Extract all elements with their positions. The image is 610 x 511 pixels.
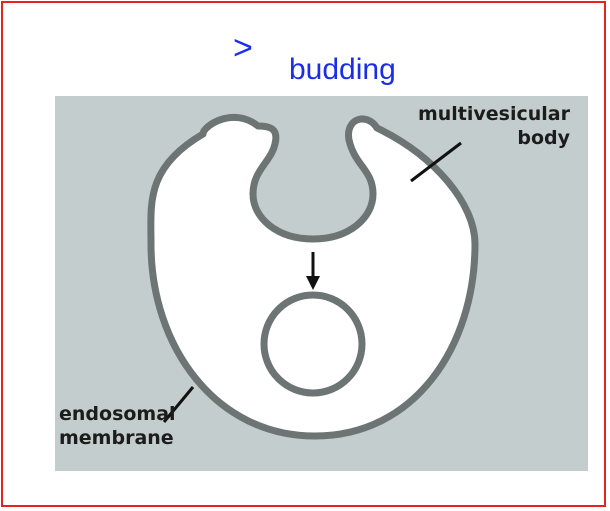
budding-diagram: multivesicular body endosomal membrane bbox=[55, 96, 588, 471]
intraluminal-vesicle bbox=[264, 295, 362, 393]
title-text: budding bbox=[289, 53, 396, 87]
endosomal-membrane-label: endosomal membrane bbox=[59, 402, 176, 450]
title-arrow-symbol: > bbox=[233, 31, 253, 65]
multivesicular-label-line2: body bbox=[418, 126, 570, 150]
endosomal-label-line1: endosomal bbox=[59, 402, 176, 426]
multivesicular-body-label: multivesicular body bbox=[418, 102, 570, 150]
multivesicular-label-line1: multivesicular bbox=[418, 102, 570, 126]
endosomal-label-line2: membrane bbox=[59, 426, 176, 450]
